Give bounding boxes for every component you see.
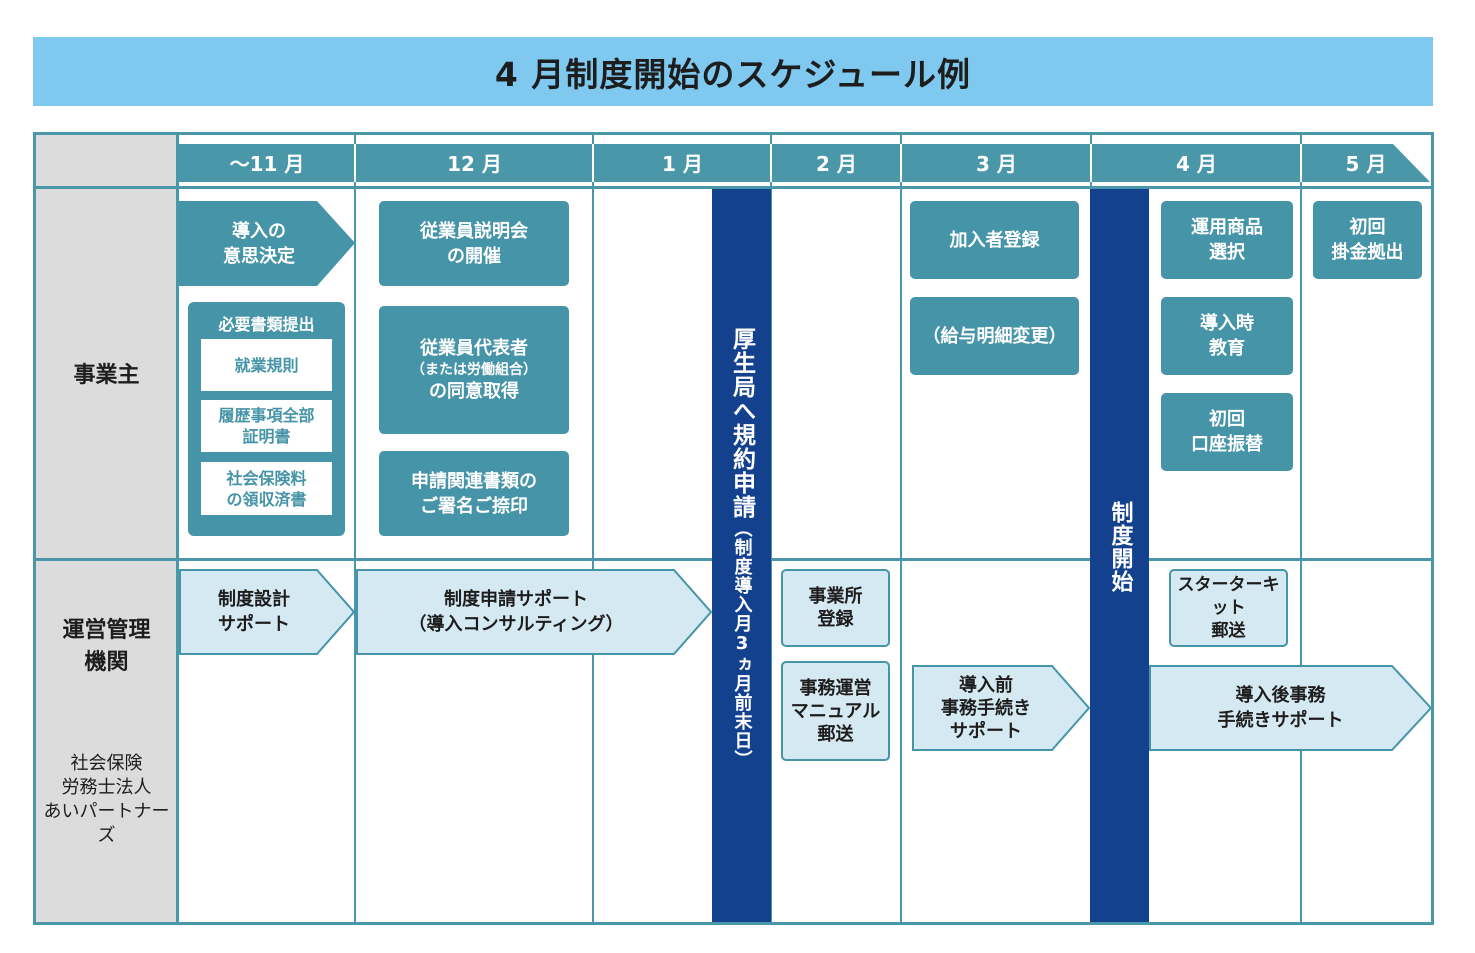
consent-box: 従業員代表者 （または労働組合） の同意取得 xyxy=(379,306,569,434)
decision-label: 導入の 意思決定 xyxy=(179,201,339,286)
month-row-divider xyxy=(36,186,1431,189)
consent-note: （または労働組合） xyxy=(411,362,537,378)
starter-kit-box: スターターキット 郵送 xyxy=(1169,569,1288,647)
briefing-line: 従業員説明会 xyxy=(420,220,528,242)
briefing-line: の開催 xyxy=(447,245,501,267)
design-support-arrow xyxy=(179,569,355,655)
documents-panel: 必要書類提出 就業規則 履歴事項全部 証明書 社会保険料 の領収済書 xyxy=(188,302,345,536)
education-line: 導入時 xyxy=(1200,313,1254,334)
column-divider xyxy=(354,135,356,922)
first-transfer-line: 初回 xyxy=(1209,409,1245,430)
salary-box: （給与明細変更） xyxy=(910,297,1079,375)
design-support-line: 制度設計 xyxy=(218,589,290,610)
application-support-line: 制度申請サポート xyxy=(444,589,588,610)
application-support-line: （導入コンサルティング） xyxy=(408,614,624,635)
org-name: 社会保険 労務士法人 あいパートナーズ xyxy=(36,752,177,848)
signature-line: ご署名ご捺印 xyxy=(420,495,528,517)
column-divider xyxy=(770,135,772,922)
post-start-support-line: 手続きサポート xyxy=(1217,710,1344,731)
month-label: 4 月 xyxy=(1176,152,1217,176)
application-note: （制度導入月3ヵ月前末日） xyxy=(731,519,753,769)
first-contribution-line: 掛金拠出 xyxy=(1331,242,1404,263)
document-line: 履歴事項全部 xyxy=(218,406,315,425)
decision-line: 導入の xyxy=(232,220,286,242)
document-line: 社会保険料 xyxy=(226,468,307,488)
row-label-employer: 事業主 xyxy=(73,363,140,388)
product-box: 運用商品 選択 xyxy=(1161,201,1293,279)
manual-box: 事務運営 マニュアル 郵送 xyxy=(781,661,890,761)
org-name-line: 労務士法人 xyxy=(61,777,152,798)
document-line: の領収済書 xyxy=(226,489,307,509)
manual-line: 事務運営 xyxy=(799,677,872,699)
document-item: 履歴事項全部 証明書 xyxy=(201,400,332,452)
application-text: 厚生局へ規約申請 xyxy=(728,327,755,519)
application-support-label: 制度申請サポート （導入コンサルティング） xyxy=(356,569,676,655)
decision-line: 意思決定 xyxy=(223,245,295,267)
signature-box: 申請関連書類の ご署名ご捺印 xyxy=(379,451,569,536)
design-support-label: 制度設計 サポート xyxy=(179,569,329,655)
document-item: 社会保険料 の領収済書 xyxy=(201,462,332,515)
month-label: 3 月 xyxy=(976,152,1017,176)
consent-line: 従業員代表者 xyxy=(420,338,528,359)
month-label: 1 月 xyxy=(662,152,703,176)
application-deadline-text: 厚生局へ規約申請（制度導入月3ヵ月前末日） xyxy=(725,327,759,922)
first-contribution-line: 初回 xyxy=(1349,217,1386,238)
pre-start-support-label: 導入前 事務手続き サポート xyxy=(912,665,1060,751)
month-label: 5 月 xyxy=(1345,152,1387,176)
document-line: 証明書 xyxy=(242,427,291,446)
office-registration-line: 事業所 xyxy=(808,586,863,607)
row-label-admin-line: 機関 xyxy=(84,650,129,675)
documents-title: 必要書類提出 xyxy=(218,315,315,334)
first-contribution-box: 初回 掛金拠出 xyxy=(1313,201,1422,279)
document-item: 就業規則 xyxy=(201,339,332,391)
decision-arrow xyxy=(179,201,355,286)
month-label: 2 月 xyxy=(816,152,857,176)
office-registration-line: 登録 xyxy=(817,609,854,630)
education-line: 教育 xyxy=(1209,338,1245,359)
system-start-bar: 制度開始 xyxy=(1090,189,1149,922)
enroll-box: 加入者登録 xyxy=(910,201,1079,279)
product-line: 選択 xyxy=(1209,242,1245,263)
row-header-column xyxy=(36,135,177,922)
row-label-admin-line: 運営管理 xyxy=(62,618,151,643)
pre-start-support-line: サポート xyxy=(950,720,1022,742)
consent-line: の同意取得 xyxy=(429,381,519,402)
row-label-admin: 運営管理 機関 xyxy=(36,615,177,679)
post-start-support-label: 導入後事務 手続きサポート xyxy=(1149,665,1412,751)
document-line: 就業規則 xyxy=(234,355,299,375)
column-divider xyxy=(176,135,179,922)
product-line: 運用商品 xyxy=(1191,217,1263,238)
briefing-box: 従業員説明会 の開催 xyxy=(379,201,569,286)
first-transfer-line: 口座振替 xyxy=(1191,434,1263,455)
pre-start-support-arrow xyxy=(912,665,1090,751)
first-transfer-box: 初回 口座振替 xyxy=(1161,393,1293,471)
month-timeline-arrow xyxy=(179,144,1430,182)
starter-kit-line: 郵送 xyxy=(1211,620,1246,641)
post-start-support-line: 導入後事務 xyxy=(1235,685,1326,706)
office-registration-box: 事業所 登録 xyxy=(781,569,890,647)
month-label: ～11 月 xyxy=(229,152,305,176)
column-divider xyxy=(900,135,902,922)
pre-start-support-line: 事務手続き xyxy=(941,697,1031,719)
month-label: 12 月 xyxy=(447,152,502,176)
manual-line: マニュアル xyxy=(790,700,881,722)
column-divider xyxy=(592,135,594,922)
org-name-line: あいパートナーズ xyxy=(43,801,170,846)
org-name-line: 社会保険 xyxy=(70,753,143,774)
design-support-line: サポート xyxy=(218,614,290,635)
system-start-text: 制度開始 xyxy=(1107,501,1133,593)
signature-line: 申請関連書類の xyxy=(411,470,537,492)
title-bar: 4 月制度開始のスケジュール例 xyxy=(33,37,1433,106)
education-box: 導入時 教育 xyxy=(1161,297,1293,375)
manual-line: 郵送 xyxy=(817,723,854,745)
page-title: 4 月制度開始のスケジュール例 xyxy=(494,54,972,94)
pre-start-support-line: 導入前 xyxy=(959,674,1013,696)
starter-kit-line: スターターキット xyxy=(1177,574,1280,618)
application-support-arrow xyxy=(356,569,712,655)
application-deadline-bar: 厚生局へ規約申請（制度導入月3ヵ月前末日） xyxy=(712,189,771,922)
column-divider xyxy=(1300,135,1302,922)
post-start-support-arrow xyxy=(1149,665,1432,751)
